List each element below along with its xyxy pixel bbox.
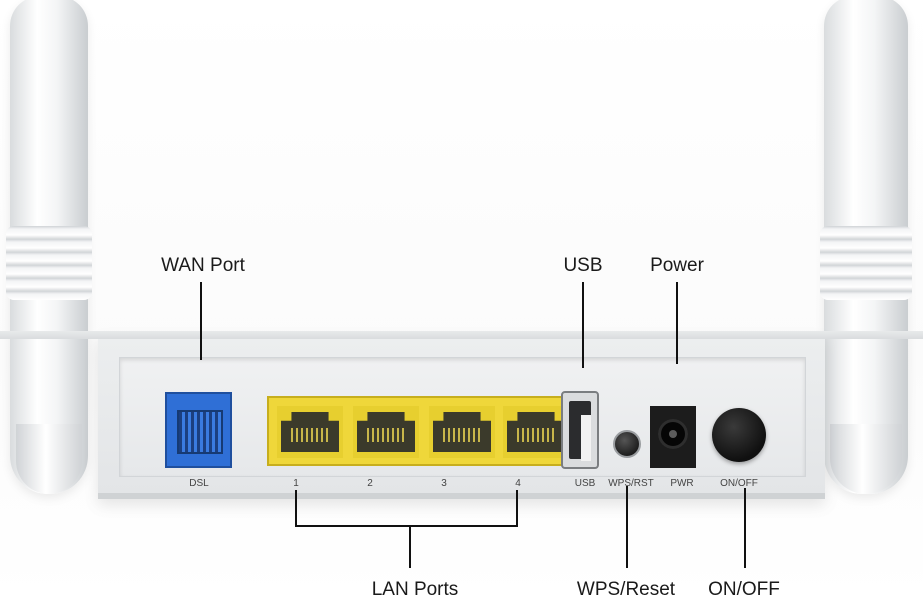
wps-reset-button[interactable] xyxy=(613,430,641,458)
on-off-button[interactable] xyxy=(712,408,766,462)
callout-power: Power xyxy=(650,255,704,276)
leader-lan-left xyxy=(295,490,297,526)
leader-wps-reset xyxy=(626,486,628,568)
leader-lan-bracket xyxy=(295,525,518,527)
antenna-left-rings xyxy=(6,226,92,300)
lan-port-3-label: 3 xyxy=(441,478,447,489)
leader-lan-stem xyxy=(409,525,411,568)
antenna-right-rings xyxy=(820,226,912,300)
antenna-right-base xyxy=(830,424,902,494)
pwr-label: PWR xyxy=(670,478,694,489)
leader-lan-right xyxy=(516,490,518,526)
antenna-left-base xyxy=(16,424,82,494)
on-off-port-label: ON/OFF xyxy=(720,478,758,489)
antenna-left xyxy=(6,0,92,494)
usb-port[interactable] xyxy=(561,391,599,469)
leader-usb xyxy=(582,282,584,368)
dsl-port[interactable] xyxy=(165,392,232,468)
callout-wps-reset: WPS/Reset xyxy=(576,579,676,600)
lan-port-4-label: 4 xyxy=(515,478,521,489)
lan-port-2-label: 2 xyxy=(367,478,373,489)
rj11-jack-icon xyxy=(177,410,223,454)
power-jack[interactable] xyxy=(650,406,696,468)
callout-wan-port: WAN Port xyxy=(161,255,245,276)
leader-power xyxy=(676,282,678,364)
callout-lan-ports: LAN Ports xyxy=(371,579,459,600)
lan-port-1-label: 1 xyxy=(293,478,299,489)
usb-a-icon xyxy=(569,401,591,461)
leader-on-off xyxy=(744,488,746,568)
wps-rst-label: WPS/RST xyxy=(608,478,654,489)
usb-port-label: USB xyxy=(574,478,596,489)
callout-on-off: ON/OFF xyxy=(708,579,780,600)
dsl-port-label: DSL xyxy=(189,478,209,489)
antenna-right xyxy=(820,0,912,494)
lan-port-1[interactable] xyxy=(277,406,343,458)
lan-port-2[interactable] xyxy=(353,406,419,458)
rear-port-panel: DSL 1 2 3 4 USB xyxy=(119,357,806,489)
lan-port-block xyxy=(267,396,579,466)
router-body: DSL 1 2 3 4 USB xyxy=(0,331,923,499)
router-top-edge xyxy=(0,331,923,339)
leader-wan-port xyxy=(200,282,202,360)
lan-port-4[interactable] xyxy=(503,406,569,458)
callout-usb: USB xyxy=(563,255,603,276)
lan-port-3[interactable] xyxy=(429,406,495,458)
